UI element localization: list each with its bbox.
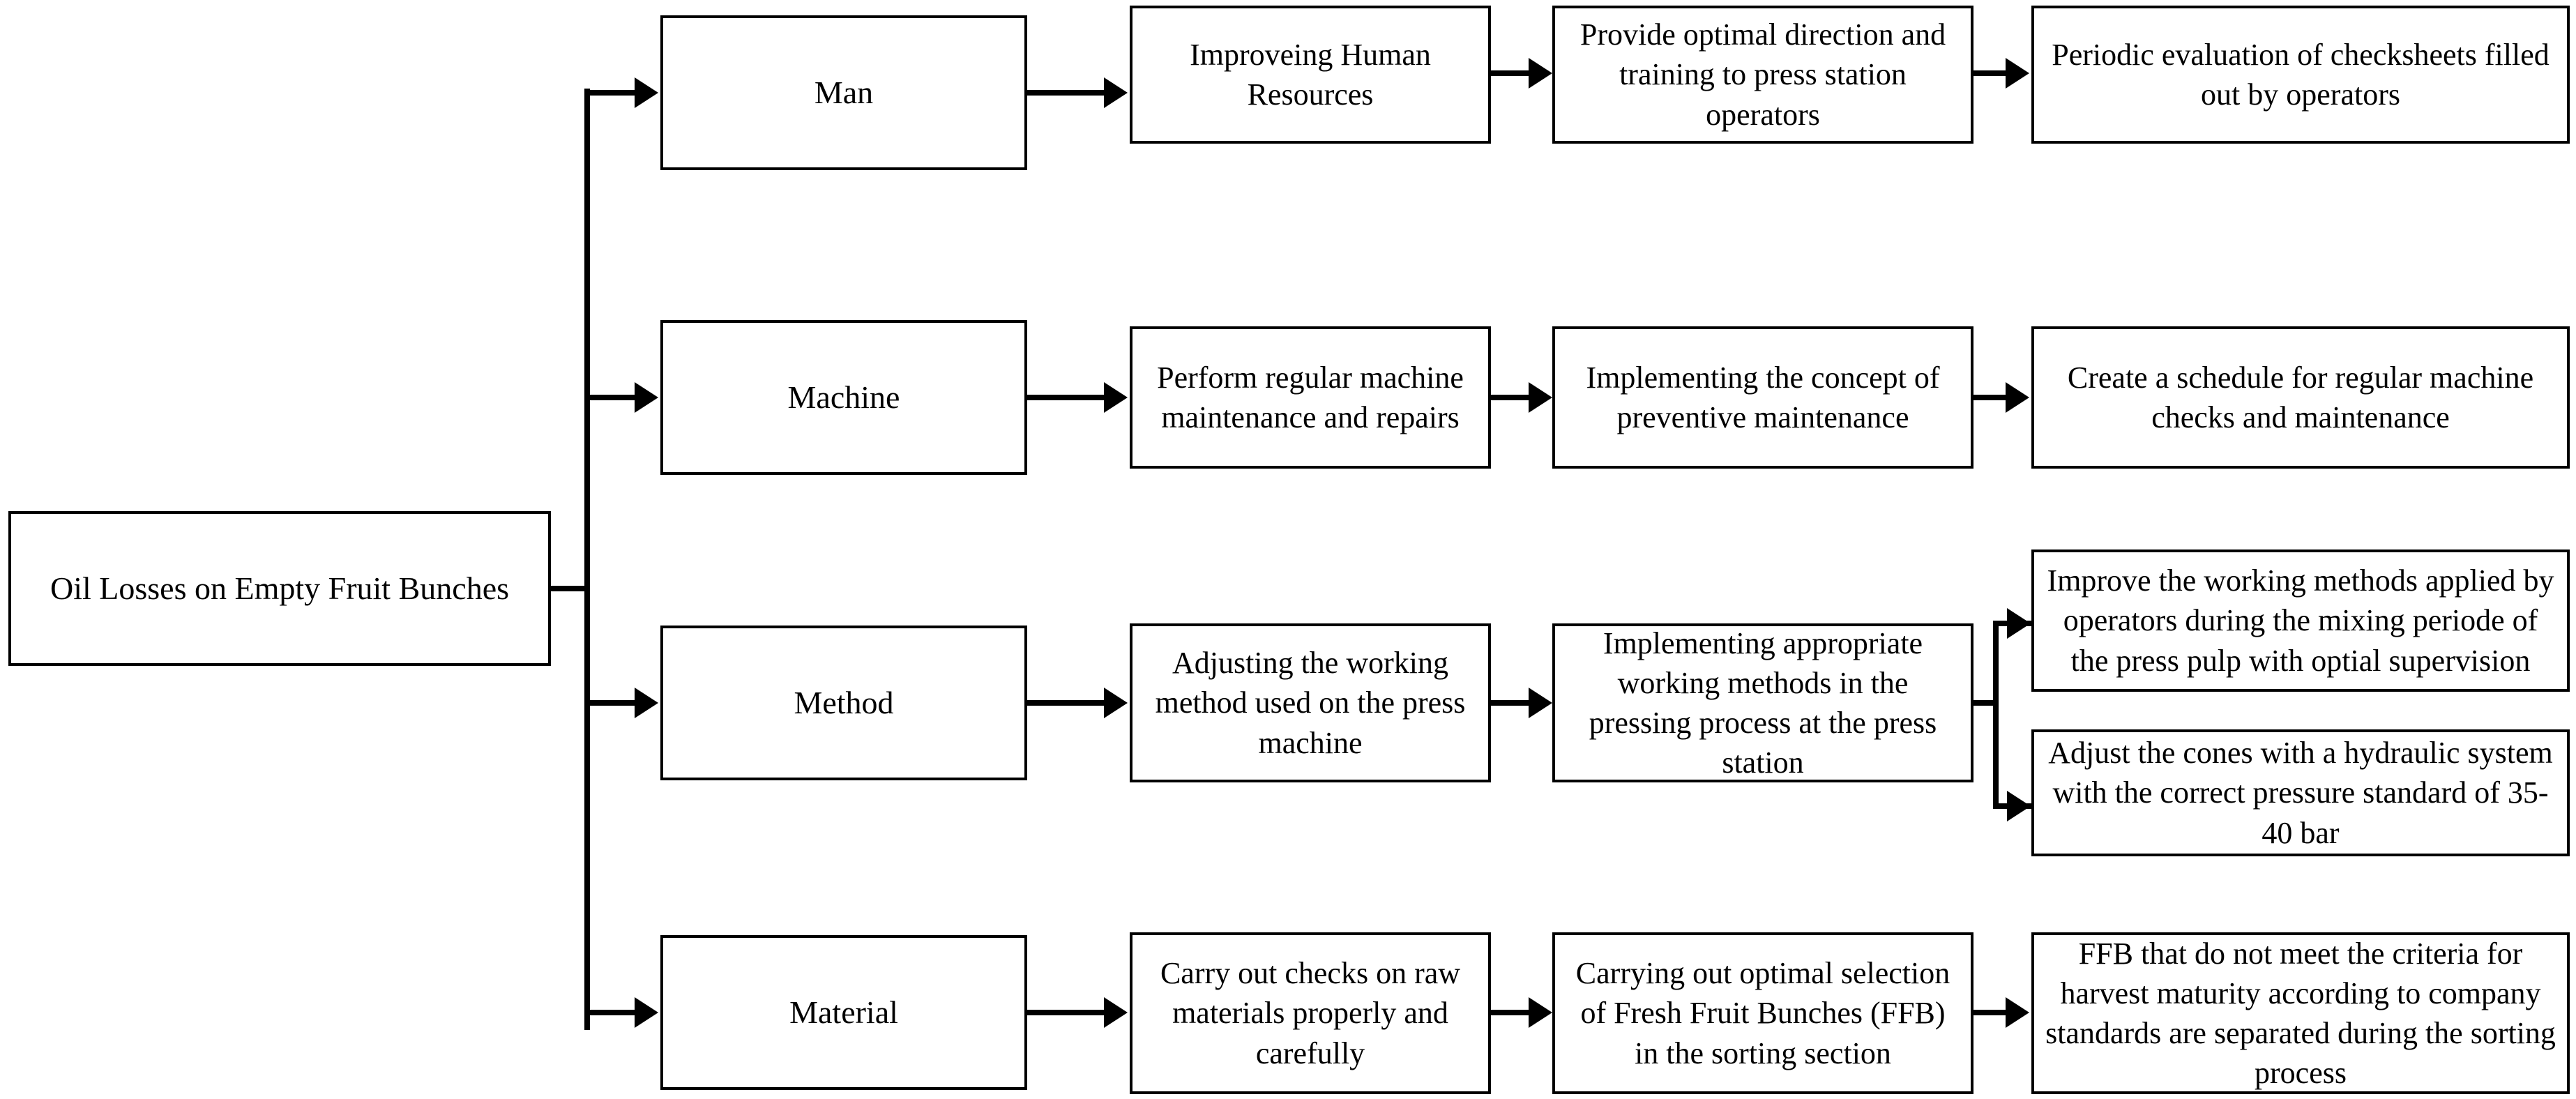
- root-node-oil-losses[interactable]: Oil Losses on Empty Fruit Bunches: [8, 511, 551, 666]
- root-node-label: Oil Losses on Empty Fruit Bunches: [50, 570, 510, 607]
- step-node-material-1[interactable]: Carry out checks on raw materials proper…: [1130, 932, 1491, 1094]
- step-label-material-1: Carry out checks on raw materials proper…: [1160, 956, 1461, 1070]
- branch-label-method-2: Adjust the cones with a hydraulic system…: [2048, 736, 2553, 850]
- arrowhead-material-step1: [1104, 997, 1128, 1028]
- step-node-man-1[interactable]: Improveing Human Resources: [1130, 6, 1491, 144]
- arrowhead-method-branch-upper: [2007, 608, 2031, 639]
- connector-trunk-to-material: [584, 1010, 654, 1015]
- connector-trunk-to-method: [584, 700, 654, 706]
- connector-man-step2: [1491, 70, 1530, 76]
- arrowhead-method-branch-lower: [2007, 791, 2031, 821]
- arrowhead-material-step2: [1529, 997, 1552, 1028]
- connector-man-step3: [1973, 70, 2007, 76]
- step-label-method-1: Adjusting the working method used on the…: [1155, 646, 1466, 760]
- arrowhead-machine-step1: [1104, 382, 1128, 413]
- connector-method-step1: [1027, 700, 1104, 706]
- arrowhead-man-step2: [1529, 58, 1552, 89]
- step-node-machine-3[interactable]: Create a schedule for regular machine ch…: [2031, 326, 2570, 469]
- connector-man-step1: [1027, 90, 1104, 96]
- connector-machine-step2: [1491, 395, 1530, 400]
- category-label-machine: Machine: [787, 379, 900, 416]
- step-label-man-2: Provide optimal direction and training t…: [1579, 17, 1946, 132]
- step-label-man-3: Periodic evaluation of checksheets fille…: [2052, 37, 2550, 112]
- step-node-material-3[interactable]: FFB that do not meet the criteria for ha…: [2031, 932, 2570, 1094]
- arrowhead-man-step1: [1104, 77, 1128, 108]
- connector-root-stub: [551, 586, 590, 591]
- connector-method-split-stub: [1973, 700, 1999, 706]
- step-label-man-1: Improveing Human Resources: [1190, 37, 1431, 112]
- category-node-man[interactable]: Man: [660, 15, 1027, 170]
- step-label-machine-3: Create a schedule for regular machine ch…: [2067, 360, 2534, 434]
- category-node-machine[interactable]: Machine: [660, 320, 1027, 475]
- step-node-material-2[interactable]: Carrying out optimal selection of Fresh …: [1552, 932, 1973, 1094]
- step-node-man-2[interactable]: Provide optimal direction and training t…: [1552, 6, 1973, 144]
- connector-trunk-to-man: [584, 90, 654, 96]
- arrowhead-trunk-to-method: [635, 688, 658, 718]
- arrowhead-method-step1: [1104, 688, 1128, 718]
- connector-material-step3: [1973, 1010, 2007, 1015]
- connector-machine-step3: [1973, 395, 2007, 400]
- step-node-machine-2[interactable]: Implementing the concept of preventive m…: [1552, 326, 1973, 469]
- step-label-material-3: FFB that do not meet the criteria for ha…: [2045, 936, 2556, 1091]
- connector-method-step2: [1491, 700, 1530, 706]
- step-node-machine-1[interactable]: Perform regular machine maintenance and …: [1130, 326, 1491, 469]
- branch-label-method-1: Improve the working methods applied by o…: [2047, 563, 2554, 678]
- step-node-man-3[interactable]: Periodic evaluation of checksheets fille…: [2031, 6, 2570, 144]
- category-node-material[interactable]: Material: [660, 935, 1027, 1090]
- arrowhead-material-step3: [2006, 997, 2029, 1028]
- category-label-method: Method: [794, 685, 894, 721]
- step-label-machine-2: Implementing the concept of preventive m…: [1586, 360, 1940, 434]
- step-label-method-2: Implementing appropriate working methods…: [1589, 626, 1937, 780]
- category-label-material: Material: [789, 994, 898, 1031]
- step-node-method-2[interactable]: Implementing appropriate working methods…: [1552, 623, 1973, 782]
- arrowhead-machine-step3: [2006, 382, 2029, 413]
- arrowhead-trunk-to-machine: [635, 382, 658, 413]
- branch-node-method-2[interactable]: Adjust the cones with a hydraulic system…: [2031, 729, 2570, 856]
- connector-method-split-trunk: [1993, 621, 1999, 809]
- connector-material-step2: [1491, 1010, 1530, 1015]
- arrowhead-method-step2: [1529, 688, 1552, 718]
- arrowhead-man-step3: [2006, 58, 2029, 89]
- arrowhead-machine-step2: [1529, 382, 1552, 413]
- category-label-man: Man: [814, 75, 874, 111]
- step-label-material-2: Carrying out optimal selection of Fresh …: [1575, 956, 1950, 1070]
- connector-main-trunk: [584, 89, 590, 1030]
- step-node-method-1[interactable]: Adjusting the working method used on the…: [1130, 623, 1491, 782]
- step-label-machine-1: Perform regular machine maintenance and …: [1157, 360, 1464, 434]
- arrowhead-trunk-to-man: [635, 77, 658, 108]
- connector-machine-step1: [1027, 395, 1104, 400]
- arrowhead-trunk-to-material: [635, 997, 658, 1028]
- branch-node-method-1[interactable]: Improve the working methods applied by o…: [2031, 550, 2570, 692]
- category-node-method[interactable]: Method: [660, 626, 1027, 780]
- connector-material-step1: [1027, 1010, 1104, 1015]
- connector-trunk-to-machine: [584, 395, 654, 400]
